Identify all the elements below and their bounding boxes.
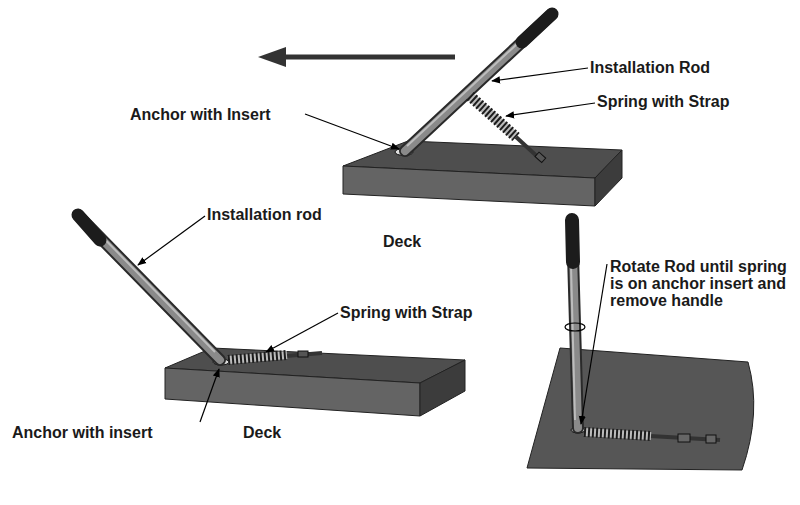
- spring-back: [470, 96, 516, 137]
- strap-buckle: [298, 351, 308, 357]
- rod-handle: [78, 215, 100, 240]
- spring: [228, 355, 287, 360]
- rod-handle: [522, 14, 552, 42]
- leader-line: [266, 313, 338, 352]
- leader-line: [305, 114, 399, 149]
- rod-handle: [572, 220, 573, 262]
- deck-front-face: [165, 368, 420, 416]
- deck-side-face: [420, 360, 465, 416]
- spring: [470, 96, 516, 137]
- spring: [584, 432, 651, 436]
- leader-line: [506, 103, 595, 116]
- deck-label: Deck: [383, 233, 463, 250]
- direction-arrow-shaft: [282, 55, 455, 60]
- part-label: Installation rod: [207, 206, 387, 223]
- strap-buckle: [706, 435, 716, 443]
- strap-buckle: [535, 152, 546, 162]
- deck-side-face: [595, 150, 622, 206]
- leader-line: [200, 369, 219, 422]
- part-label: Anchor with insert: [12, 424, 202, 441]
- part-label: Anchor with Insert: [130, 106, 310, 123]
- deck-surface: [527, 348, 754, 470]
- instruction-note: Rotate Rod until spring is on anchor ins…: [610, 258, 798, 309]
- strap-buckle: [678, 434, 690, 442]
- spring-back: [228, 355, 287, 360]
- installation-rod: [405, 14, 552, 151]
- leader-line: [138, 216, 205, 265]
- part-label: Spring with Strap: [597, 93, 797, 110]
- installation-rod-body: [78, 215, 220, 360]
- leader-line: [581, 264, 607, 424]
- deck-label: Deck: [243, 424, 323, 441]
- rotation-mark: [565, 323, 585, 331]
- installation-rod-body: [405, 14, 552, 151]
- installation-rod: [78, 215, 220, 360]
- part-label: Spring with Strap: [340, 304, 520, 321]
- direction-arrow-head: [258, 47, 286, 67]
- leader-line: [492, 68, 588, 81]
- part-label: Installation Rod: [590, 59, 790, 76]
- deck-front-face: [343, 166, 595, 206]
- spring-back: [584, 432, 651, 436]
